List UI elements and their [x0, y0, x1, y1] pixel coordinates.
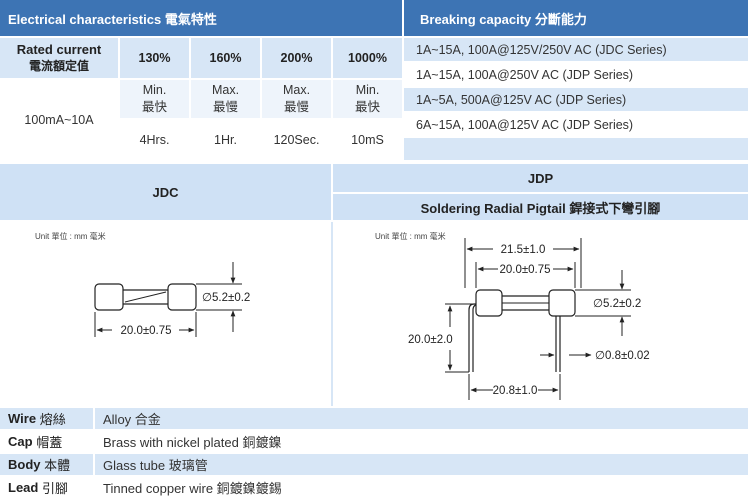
jdp-drawing: 21.5±1.0 20.0±0.75 ∅5.2±0.2 20.0±2.0 ∅0.…: [408, 238, 650, 400]
breaking-title-text: Breaking capacity 分斷能力: [420, 11, 587, 27]
material-label-zh: 帽蓋: [36, 435, 63, 450]
material-label: Cap 帽蓋: [0, 431, 93, 452]
jdp-dim-body: 20.0±0.75: [499, 264, 550, 276]
time-cell-160: 1Hr.: [191, 120, 260, 160]
pct-header-200: 200%: [262, 38, 331, 78]
material-label-en: Lead: [8, 480, 39, 495]
breaking-line: 1A~5A, 500A@125V AC (JDP Series): [404, 88, 748, 111]
breaking-line-text: 1A~15A, 100A@125V/250V AC (JDC Series): [416, 42, 667, 57]
breaking-line-text: 1A~5A, 500A@125V AC (JDP Series): [416, 92, 627, 107]
pct-130: 130%: [138, 50, 171, 65]
jdc-unit-note: Unit 單位 : mm 毫米: [35, 232, 106, 241]
pct-160: 160%: [209, 50, 242, 65]
material-label-en: Wire: [8, 411, 37, 426]
jdp-subtitle: Soldering Radial Pigtail 銲接式下彎引腳: [420, 200, 661, 216]
material-value-text: Tinned copper wire 銅鍍鎳鍍錫: [103, 481, 282, 496]
jdp-dim-lead-dia: ∅0.8±0.02: [595, 350, 650, 362]
material-label-zh: 引腳: [41, 481, 68, 496]
material-label: Body 本體: [0, 454, 93, 475]
jdp-unit-note: Unit 單位 : mm 毫米: [375, 232, 446, 241]
jdc-fuse-shape: [94, 283, 197, 311]
time-cell-130: 4Hrs.: [120, 120, 189, 160]
jdc-title: JDC: [152, 184, 179, 200]
jdp-dim-diameter: ∅5.2±0.2: [593, 298, 641, 310]
type-cell-160: Max. 最慢: [191, 80, 260, 118]
material-label: Lead 引腳: [0, 477, 93, 498]
breaking-title: Breaking capacity 分斷能力: [404, 0, 748, 36]
jdp-dim-lead-height: 20.0±2.0: [408, 334, 453, 346]
jdc-dim-length: 20.0±0.75: [120, 325, 171, 337]
breaking-line: 1A~15A, 100A@125V/250V AC (JDC Series): [404, 38, 748, 61]
type-en: Max.: [282, 83, 311, 97]
time-text: 120Sec.: [273, 132, 320, 147]
material-value-text: Brass with nickel plated 銅鍍鎳: [103, 435, 282, 450]
rated-label-zh: 電流額定值: [28, 59, 89, 73]
type-zh: 最快: [354, 100, 380, 114]
rated-label-en: Rated current: [16, 42, 102, 57]
jdc-dim-diameter: ∅5.2±0.2: [202, 292, 250, 304]
type-zh: 最慢: [283, 100, 309, 114]
rated-current-header: Rated current 電流額定值: [0, 38, 118, 78]
pct-header-160: 160%: [191, 38, 260, 78]
time-cell-200: 120Sec.: [262, 120, 331, 160]
jdc-dim-lines: [94, 262, 242, 337]
material-label-en: Cap: [8, 434, 33, 449]
type-en: Min.: [355, 83, 380, 97]
drawing-area: [0, 222, 748, 406]
type-cell-1000: Min. 最快: [333, 80, 402, 118]
jdc-cap-right: [167, 283, 197, 311]
pct-200: 200%: [280, 50, 313, 65]
material-label-zh: 本體: [44, 458, 71, 473]
rated-value-text: 100mA~10A: [24, 112, 94, 127]
material-value: Brass with nickel plated 銅鍍鎳: [95, 431, 748, 452]
jdc-header: JDC: [0, 164, 331, 220]
jdp-cap-left: [475, 289, 503, 317]
material-value-text: Alloy 合金: [103, 412, 161, 427]
material-value: Tinned copper wire 銅鍍鎳鍍錫: [95, 477, 748, 498]
jdp-fuse-shape: [468, 289, 576, 372]
electrical-title: Electrical characteristics 電氣特性: [0, 0, 402, 36]
breaking-line: 1A~15A, 100A@250V AC (JDP Series): [404, 63, 748, 86]
material-label-en: Body: [8, 457, 41, 472]
drawing-divider: [331, 222, 333, 406]
jdp-dim-lines: [445, 238, 631, 400]
type-en: Max.: [211, 83, 240, 97]
jdc-drawing: ∅5.2±0.2 20.0±0.75: [94, 262, 250, 337]
jdp-dim-pitch: 20.8±1.0: [493, 385, 538, 397]
type-zh: 最慢: [212, 100, 238, 114]
time-cell-1000: 10mS: [333, 120, 402, 160]
breaking-line-text: 6A~15A, 100A@125V AC (JDP Series): [416, 117, 634, 132]
material-label: Wire 熔絲: [0, 408, 93, 429]
material-value: Glass tube 玻璃管: [95, 454, 748, 475]
type-cell-200: Max. 最慢: [262, 80, 331, 118]
pct-header-1000: 1000%: [333, 38, 402, 78]
jdp-header: JDP: [333, 164, 748, 192]
jdp-lead-left: [468, 303, 476, 372]
time-text: 1Hr.: [214, 132, 237, 147]
time-text: 10mS: [351, 132, 384, 147]
rated-current-value: 100mA~10A: [0, 80, 118, 160]
material-value-text: Glass tube 玻璃管: [103, 458, 208, 473]
jdp-dim-overall: 21.5±1.0: [501, 244, 546, 256]
jdp-cap-right: [548, 289, 576, 317]
breaking-line: 6A~15A, 100A@125V AC (JDP Series): [404, 113, 748, 136]
time-text: 4Hrs.: [139, 132, 170, 147]
pct-header-130: 130%: [120, 38, 189, 78]
jdp-title: JDP: [527, 170, 554, 186]
jdc-cap-left: [94, 283, 124, 311]
electrical-title-text: Electrical characteristics 電氣特性: [8, 11, 217, 27]
material-label-zh: 熔絲: [39, 412, 66, 427]
material-value: Alloy 合金: [95, 408, 748, 429]
type-en: Min.: [142, 83, 167, 97]
jdc-fuse-wire: [124, 291, 167, 303]
breaking-line-text: 1A~15A, 100A@250V AC (JDP Series): [416, 67, 634, 82]
jdp-subheader: Soldering Radial Pigtail 銲接式下彎引腳: [333, 194, 748, 220]
pct-1000: 1000%: [348, 50, 387, 65]
breaking-empty-row: [404, 138, 748, 160]
type-cell-130: Min. 最快: [120, 80, 189, 118]
type-zh: 最快: [141, 100, 167, 114]
